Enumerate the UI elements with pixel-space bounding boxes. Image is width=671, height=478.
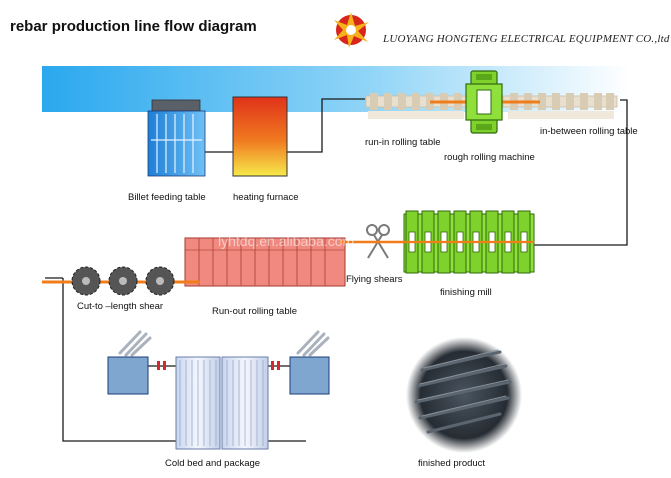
flow-line: [45, 98, 628, 442]
label-run-out-rolling-table: Run-out rolling table: [212, 306, 298, 317]
label-in-between-rolling-table: in-between rolling table: [540, 126, 638, 137]
run-out-rolling-table: [184, 237, 346, 287]
run-in-rolling-table: [365, 93, 471, 119]
label-billet-feeding-table: Billet feeding table: [128, 192, 206, 203]
watermark: lyhtdq.en.alibaba.com: [218, 233, 354, 249]
cold-bed-and-package: [107, 356, 330, 450]
finishing-mill: [403, 210, 535, 274]
label-cut-to-length-shear: Cut-to –length shear: [77, 301, 164, 312]
label-rough-rolling-machine: rough rolling machine: [444, 152, 535, 163]
rough-rolling-machine: [465, 70, 503, 134]
rebar-bundle-icon: [118, 330, 330, 357]
label-run-in-rolling-table: run-in rolling table: [365, 137, 441, 148]
heating-furnace: [232, 96, 288, 177]
finished-product-photo: [406, 337, 522, 453]
billet-feeding-table: [147, 99, 206, 177]
logo-sun-icon: [334, 12, 369, 48]
in-between-rolling-table: [502, 93, 618, 119]
scissors-icon: [366, 224, 390, 259]
label-cold-bed-and-package: Cold bed and package: [165, 458, 261, 469]
label-finishing-mill: finishing mill: [440, 287, 492, 298]
label-flying-shears: Flying shears: [346, 274, 403, 285]
page-title: rebar production line flow diagram: [10, 18, 257, 35]
company-name: LUOYANG HONGTENG ELECTRICAL EQUIPMENT CO…: [383, 33, 670, 45]
label-finished-product: finished product: [418, 458, 486, 469]
label-heating-furnace: heating furnace: [233, 192, 299, 203]
saw-blade-icon: [71, 266, 175, 296]
